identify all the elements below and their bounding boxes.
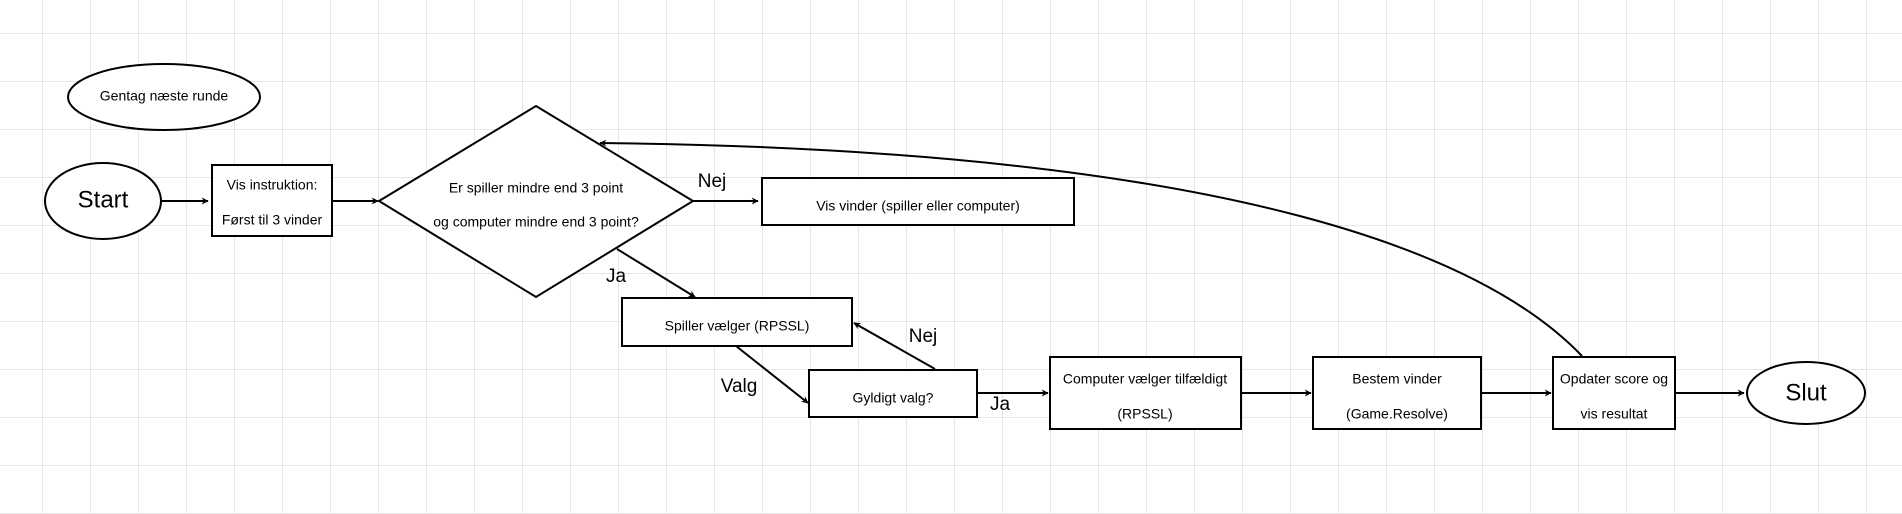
start-label: Start: [78, 186, 129, 213]
update-score-line2: vis resultat: [1581, 406, 1648, 422]
edge-valid-no-to-player-choice: [853, 322, 936, 370]
valid-choice-label: Gyldigt valg?: [853, 390, 934, 406]
update-score-line1: Opdater score og: [1560, 371, 1668, 387]
edge-label-valid-yes: Ja: [990, 394, 1011, 415]
determine-winner-line1: Bestem vinder: [1352, 371, 1442, 387]
player-choice-label: Spiller vælger (RPSSL): [665, 318, 810, 334]
edge-update-loop-to-decision: [599, 139, 1583, 357]
edge-label-decision-no: Nej: [698, 171, 727, 192]
computer-choice-line1: Computer vælger tilfældigt: [1063, 371, 1227, 387]
valid-choice-node: Gyldigt valg?: [808, 369, 978, 418]
edge-player-choice-to-valid: [735, 345, 809, 404]
computer-choice-line2: (RPSSL): [1117, 406, 1172, 422]
determine-winner-line2: (Game.Resolve): [1346, 406, 1448, 422]
show-winner-node: Vis vinder (spiller eller computer): [761, 177, 1075, 226]
end-node: Slut: [1746, 361, 1866, 425]
decision-line1: Er spiller mindre end 3 point: [449, 180, 623, 196]
determine-winner-node: Bestem vinder (Game.Resolve): [1312, 356, 1482, 430]
edge-label-choice-made: Valg: [721, 376, 758, 397]
repeat-round-node: Gentag næste runde: [67, 63, 261, 131]
edge-label-decision-yes: Ja: [606, 266, 627, 287]
player-choice-node: Spiller vælger (RPSSL): [621, 297, 853, 347]
decision-line2: og computer mindre end 3 point?: [433, 214, 639, 230]
update-score-node: Opdater score og vis resultat: [1552, 356, 1676, 430]
instruction-node: Vis instruktion: Først til 3 vinder: [211, 164, 333, 237]
show-winner-label: Vis vinder (spiller eller computer): [816, 198, 1020, 214]
repeat-round-label: Gentag næste runde: [100, 88, 229, 104]
decision-node: Er spiller mindre end 3 point og compute…: [377, 104, 695, 299]
computer-choice-node: Computer vælger tilfældigt (RPSSL): [1049, 356, 1242, 430]
edge-decision-yes-to-player-choice: [616, 248, 696, 298]
end-label: Slut: [1785, 379, 1827, 406]
start-node: Start: [44, 162, 162, 240]
instruction-line1: Vis instruktion:: [227, 177, 318, 193]
instruction-line2: Først til 3 vinder: [222, 212, 323, 228]
edge-label-valid-no: Nej: [909, 326, 938, 347]
edges: [162, 139, 1745, 404]
